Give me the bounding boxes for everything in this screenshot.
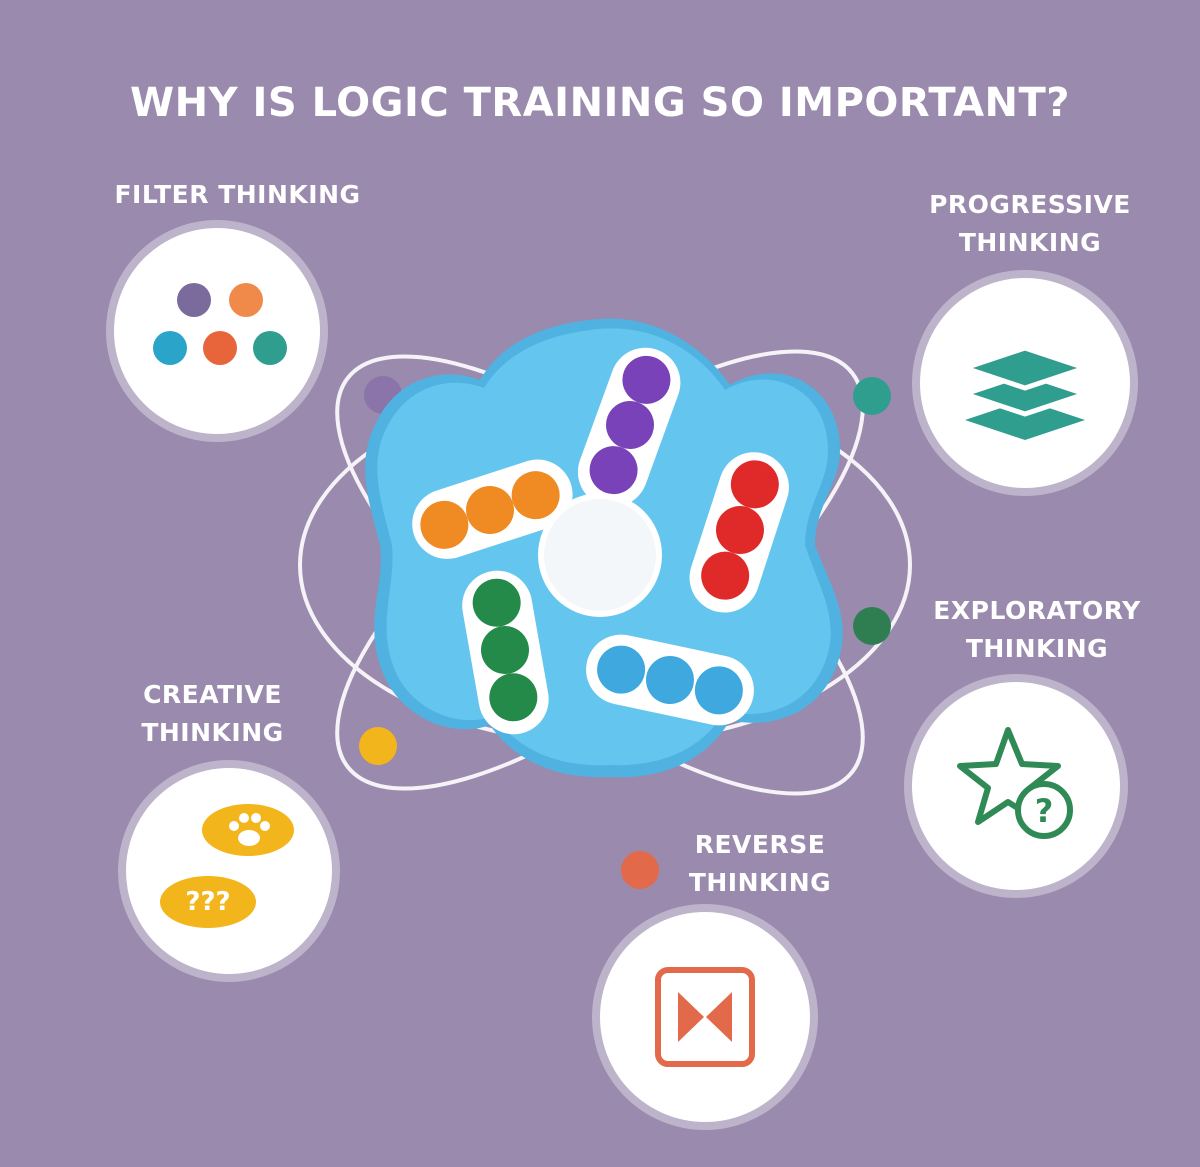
orbit-dot-yellow [359,727,397,765]
page-title: WHY IS LOGIC TRAINING SO IMPORTANT? [129,80,1071,126]
paw-bubble-icon [160,804,294,928]
stacked-layers-icon [957,345,1093,440]
circle-filter-thinking [114,228,320,434]
label-creative-thinking: CREATIVE THINKING [141,680,284,747]
circle-reverse-thinking [600,912,810,1122]
svg-text:?: ? [1035,792,1054,830]
label-exploratory-thinking: EXPLORATORY THINKING [933,596,1141,663]
star-question-icon: ? [957,727,1073,839]
label-progressive-thinking: PROGRESSIVE THINKING [929,190,1131,257]
bowtie-frame-icon [655,967,755,1067]
orbit-dot-coral [621,851,659,889]
circle-exploratory-thinking: ? [912,682,1120,890]
circle-progressive-thinking [920,278,1130,488]
colored-dots-icon [153,283,287,365]
label-reverse-thinking: REVERSE THINKING [688,830,832,897]
orbit-dot-teal [853,377,891,415]
spinner-toy [365,318,843,778]
label-filter-thinking: FILTER THINKING [114,180,361,209]
orbit-dot-green [853,607,891,645]
circle-creative-thinking: ??? [126,768,332,974]
question-bubble-text: ??? [185,887,231,917]
